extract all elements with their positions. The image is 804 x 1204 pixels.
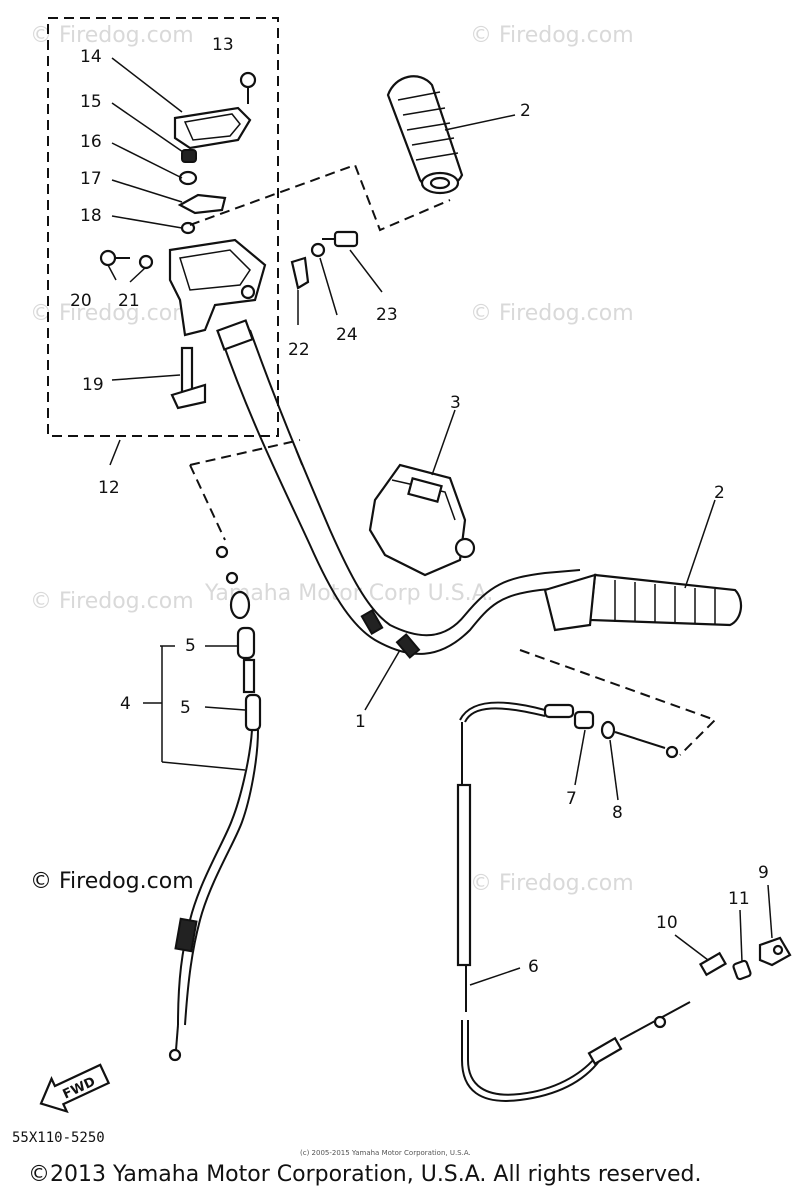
watermark-top-right: © Firedog.com <box>470 23 634 48</box>
part-number-22: 22 <box>288 340 310 360</box>
bolt <box>322 230 359 248</box>
cable-right <box>456 701 691 1102</box>
watermark-top-left: © Firedog.com <box>30 23 194 48</box>
spring-washer <box>310 242 326 258</box>
screw <box>239 71 257 104</box>
part-number-17: 17 <box>80 169 102 189</box>
part-number-13: 13 <box>212 35 234 55</box>
part-number-9: 9 <box>758 863 769 883</box>
part-number-23: 23 <box>376 305 398 325</box>
part-number-11: 11 <box>728 889 750 909</box>
clip <box>138 254 154 270</box>
small-copyright-note: (c) 2005-2015 Yamaha Motor Corporation, … <box>300 1149 471 1157</box>
bracket <box>290 256 310 290</box>
part-number-2-top: 2 <box>520 101 531 121</box>
part-number-6: 6 <box>528 957 539 977</box>
watermark-mid-right: © Firedog.com <box>470 301 634 326</box>
part-number-2-right: 2 <box>714 483 725 503</box>
part-number-10: 10 <box>656 913 678 933</box>
grip-right <box>543 573 743 632</box>
part-number-20: 20 <box>70 291 92 311</box>
cover-plate <box>173 106 252 150</box>
connection-line-right <box>519 649 717 756</box>
nut <box>181 149 197 163</box>
watermark-center: Yamaha Motor Corp U.S.A. <box>204 581 493 606</box>
part-number-5-lower: 5 <box>180 698 191 718</box>
part-number-1: 1 <box>355 712 366 732</box>
throttle-housing <box>168 238 267 337</box>
cable-left <box>168 545 262 1062</box>
part-number-4: 4 <box>120 694 131 714</box>
cable-end-parts <box>698 936 792 981</box>
watermark-dark: © Firedog.com <box>30 869 194 894</box>
diagram-code: 55X110-5250 <box>12 1130 105 1146</box>
copyright-text: ©2013 Yamaha Motor Corporation, U.S.A. A… <box>28 1162 702 1187</box>
assembly-group-box <box>47 17 279 437</box>
cable-adjuster <box>170 346 207 410</box>
part-number-8: 8 <box>612 803 623 823</box>
washer <box>178 170 198 186</box>
watermark-lower-right: © Firedog.com <box>470 871 634 896</box>
part-number-18: 18 <box>80 206 102 226</box>
part-number-15: 15 <box>80 92 102 112</box>
leader-lines <box>107 57 773 986</box>
fwd-arrow-icon: FWD <box>39 1063 111 1114</box>
part-number-5-upper: 5 <box>185 636 196 656</box>
part-number-7: 7 <box>566 789 577 809</box>
watermark-center-left: © Firedog.com <box>30 589 194 614</box>
part-number-14: 14 <box>80 47 102 67</box>
part-number-21: 21 <box>118 291 140 311</box>
switch-housing <box>368 463 476 577</box>
handlebar <box>216 319 581 659</box>
part-number-12: 12 <box>98 478 120 498</box>
part-number-19: 19 <box>82 375 104 395</box>
watermark-mid-left: © Firedog.com <box>30 301 194 326</box>
part-number-16: 16 <box>80 132 102 152</box>
part-number-24: 24 <box>336 325 358 345</box>
connection-line-cable <box>189 439 301 466</box>
mounting-screw <box>99 249 130 267</box>
grip-top <box>386 75 464 195</box>
connection-line-grip <box>189 163 451 232</box>
part-number-3: 3 <box>450 393 461 413</box>
throttle-lever <box>177 193 227 215</box>
